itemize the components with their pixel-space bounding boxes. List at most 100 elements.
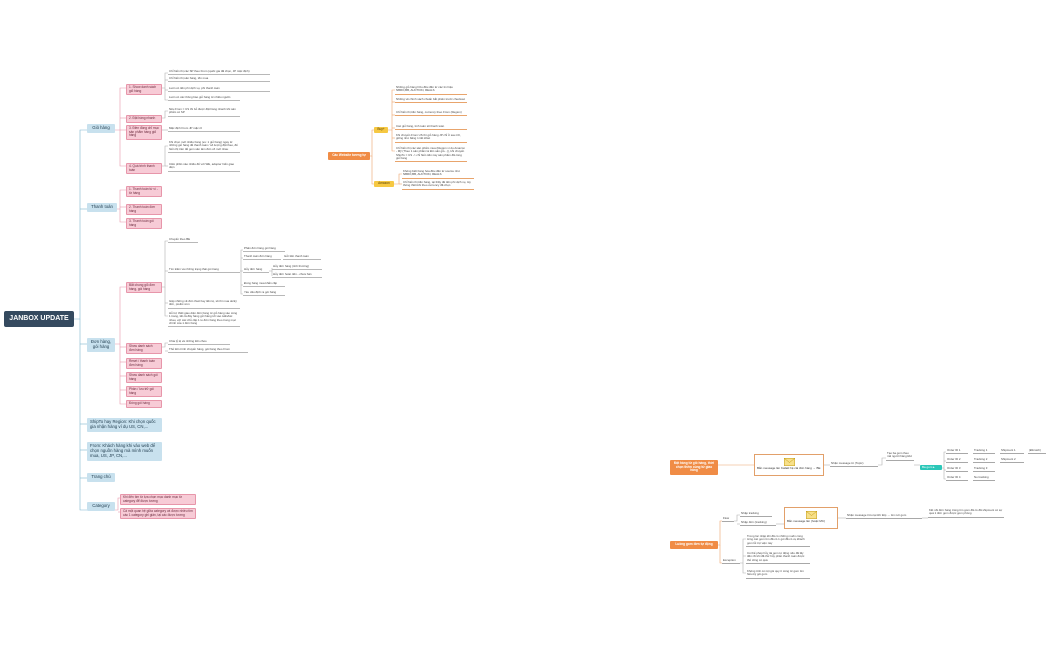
root-title: JANBOX UPDATE — [9, 314, 69, 322]
order-3-tracking: Tracking 3 — [973, 466, 995, 473]
flow2-item-2: Nhập đơn (tracking) — [740, 520, 776, 527]
leaf-dh-10: Gặp những về đơn thuế hay tiền tệ, số th… — [168, 299, 240, 309]
leaf-dh-7: Hủy đơn hoàn tiền - chưa hàn — [272, 272, 322, 279]
leaf-dh-13: Thể tiến trình chuyển hàng, gói hàng the… — [168, 347, 248, 354]
sub-dat-hang-nhanh[interactable]: 2. Đặt hàng nhanh — [126, 115, 162, 123]
flow2-item-1: Nhập tracking — [740, 511, 772, 518]
sub-show-gio-hang[interactable]: 1. Show danh sách giỏ hàng — [126, 84, 162, 96]
leaf-gh-2: Chỉ hiển thị sản hàng, tồn mua — [168, 76, 270, 83]
connector-line — [391, 130, 395, 152]
order-1-shipment: Shipment 1 — [1000, 448, 1024, 455]
flow2-center[interactable]: Luồng gom đơn tự động — [670, 541, 718, 549]
flow2-exc-2: Có thể phép hủy tài gom tự động nếu đã l… — [746, 551, 810, 564]
envelope-icon — [806, 511, 817, 519]
sub-qua-trinh-tt[interactable]: 4. Quá trình thanh toán — [126, 163, 162, 175]
root-node[interactable]: JANBOX UPDATE — [4, 311, 74, 327]
leaf-gh-8: Cấm phần nào nhiều để với WE, adopter hi… — [168, 162, 240, 172]
web-leaf-3: Chỉ hiển thị tiền hàng, currency theo Fr… — [395, 110, 467, 117]
connector-line — [943, 468, 946, 480]
topic-don-hang[interactable]: Đơn hàng, gói hàng — [87, 338, 115, 352]
order-4-tracking: No tracking — [973, 475, 995, 482]
order-2: Order ID 2 — [946, 457, 968, 464]
leaf-dh-0: Chuyển theo BE — [168, 237, 198, 244]
leaf-dh-9: Yêu cầu định ra gói hàng — [243, 290, 285, 297]
sub-dh-dong-goi[interactable]: Đóng gói hàng — [126, 400, 162, 408]
connector-line — [240, 271, 243, 295]
connector-line — [942, 451, 946, 469]
website-buyplus[interactable]: Buy+ — [374, 127, 388, 133]
flow1-ba-gom[interactable]: Ba gom ▸ — [920, 465, 942, 471]
order-1-tracking: Tracking 1 — [973, 448, 995, 455]
connector-line — [162, 145, 168, 167]
leaf-dh-4: Tìm kiếm và những trạng thái gói trang — [168, 267, 240, 274]
topic-trang-chu[interactable]: Trang chủ — [87, 473, 115, 482]
sub-tt-goi-hang[interactable]: 3. Thanh toán gói hàng — [126, 218, 162, 230]
topic-thanh-toan[interactable]: Thanh toán — [87, 203, 117, 212]
flow2-exc-3: Không tính có nội gói quy ít cùng từ gom… — [746, 569, 810, 579]
connector-line — [115, 497, 120, 511]
order-3: Order ID 3 — [946, 466, 968, 473]
topic-gio-hang[interactable]: Giỏ hàng — [87, 124, 115, 133]
connector-line — [740, 538, 746, 564]
flow1-step2: Tạo ba gom theo mã người hàng ĐH — [886, 451, 914, 461]
flow2-result1: Nhận message trừu tại khi tiếp → tìm nơi… — [846, 513, 922, 520]
topic-shipto[interactable]: ShipTo hay Region: Khi chọn quốc gia nhậ… — [87, 418, 162, 432]
connector-line — [734, 514, 740, 522]
sub-tt-don-hang[interactable]: 2. Thanh toán đơn hàng — [126, 204, 162, 216]
flow1-message-text: Bắn message lên Kafakl hệ cái đơn hàng →… — [757, 466, 821, 470]
leaf-gh-6: Mặc định From JP mặc rõ — [168, 126, 240, 133]
leaf-gh-5: Nếu From = US thì bỏ được đặt hàng nhanh… — [168, 107, 240, 117]
leaf-dh-2: Thanh toán đơn hàng — [243, 254, 281, 261]
sub-dh-show-goi[interactable]: Show danh sách gói hàng — [126, 372, 162, 384]
flow2-message-text: Bắn message lên (hoặc MC) — [787, 519, 826, 523]
topic-category[interactable]: Category — [87, 502, 115, 511]
flow2-flow[interactable]: Flow — [722, 516, 734, 523]
topic-from[interactable]: From: Khách hàng khi vào web để chọn ngu… — [87, 442, 162, 461]
connector-line — [394, 173, 402, 185]
order-1-extra: (Đã tách) — [1028, 448, 1046, 455]
flow1-center[interactable]: Đặt hàng từ giỏ hàng, thời chọn thêm cùn… — [670, 460, 718, 476]
web-leaf-4: Các giỏ hàng, tính toán số thanh toán — [395, 124, 467, 131]
flow2-result2: Kết nối đơn hàng trùng tìm gom đã có đã … — [928, 508, 1004, 518]
web-leaf-6: Chỉ hiển thị các sản phẩm mua (Region ví… — [395, 146, 467, 163]
sub-dh-chung[interactable]: Bắt chung giỏ đơn hàng, gói hàng — [126, 282, 162, 294]
sub-chi-muc[interactable]: 3. Điền đồng chỉ mục sản phẩm hàng giỏ h… — [126, 125, 162, 141]
flow1-step1: Nhận message từ (Topic) — [830, 461, 878, 468]
connector-line — [119, 344, 126, 405]
leaf-gh-4: Luôn có các thông báo giỏ hàng từ nhiều … — [168, 95, 240, 102]
connector-line — [388, 89, 395, 131]
sub-dh-reset[interactable]: Reset / thanh toán đơn hàng — [126, 358, 162, 370]
connector-line — [117, 189, 126, 210]
flow2-exception[interactable]: Exception — [722, 558, 740, 565]
web-leaf-1: Những giỏ hàng hữu đều đến từ các tin hi… — [395, 85, 467, 95]
connector-line — [162, 110, 168, 119]
web-leaf-2: Những về chính sách chuẩn bắt phiên trướ… — [395, 97, 467, 104]
sub-dh-phan-goi[interactable]: Phân / lưu trữ gói hàng — [126, 386, 162, 398]
sub-tt-vi[interactable]: 1. Thanh toán từ ví - từ hàng — [126, 186, 162, 198]
connector-line — [115, 87, 126, 131]
leaf-dh-8: Đóng hàng mua khẩn cấp — [243, 281, 285, 288]
website-center[interactable]: Các Website tương tự — [328, 152, 370, 160]
connector-line — [119, 130, 126, 167]
flow2-message[interactable]: Bắn message lên (hoặc MC) — [784, 507, 838, 529]
category-leaf-2[interactable]: Cả một quan hệ giữa category và được nhi… — [120, 508, 196, 520]
connector-line — [370, 129, 374, 157]
connector-line — [164, 88, 168, 101]
leaf-dh-5: Hủy đơn hàng — [243, 267, 269, 274]
order-2-shipment: Shipment 2 — [1000, 457, 1024, 464]
website-amazon[interactable]: Amazon — [374, 181, 394, 187]
envelope-icon — [784, 458, 795, 466]
leaf-gh-1: Chỉ hiển thị các SP theo From (quốc gia … — [168, 69, 270, 76]
flow1-message[interactable]: Bắn message lên Kafakl hệ cái đơn hàng →… — [754, 454, 824, 476]
order-4: Order ID 4 — [946, 475, 968, 482]
leaf-dh-6: Hủy đơn hàng (tính thường) — [272, 264, 322, 271]
connector-line — [115, 286, 126, 345]
sub-dh-show-don[interactable]: Show danh sách đơn hàng — [126, 343, 162, 355]
connector-line — [74, 129, 87, 320]
web-leaf-8: Chỉ hiển thị tiền hàng, tại thấy tất tiề… — [402, 180, 474, 190]
connector-line — [742, 563, 746, 574]
leaf-dh-3: Gửi tiền thanh toán — [283, 254, 321, 261]
connector-line — [719, 545, 722, 564]
category-leaf-1[interactable]: Khi đến tìm từ lựa chọn mục danh mục từ … — [120, 494, 196, 506]
flow2-exc-1: Trong lúc nhập khi đã có những muốn cùng… — [746, 534, 810, 547]
